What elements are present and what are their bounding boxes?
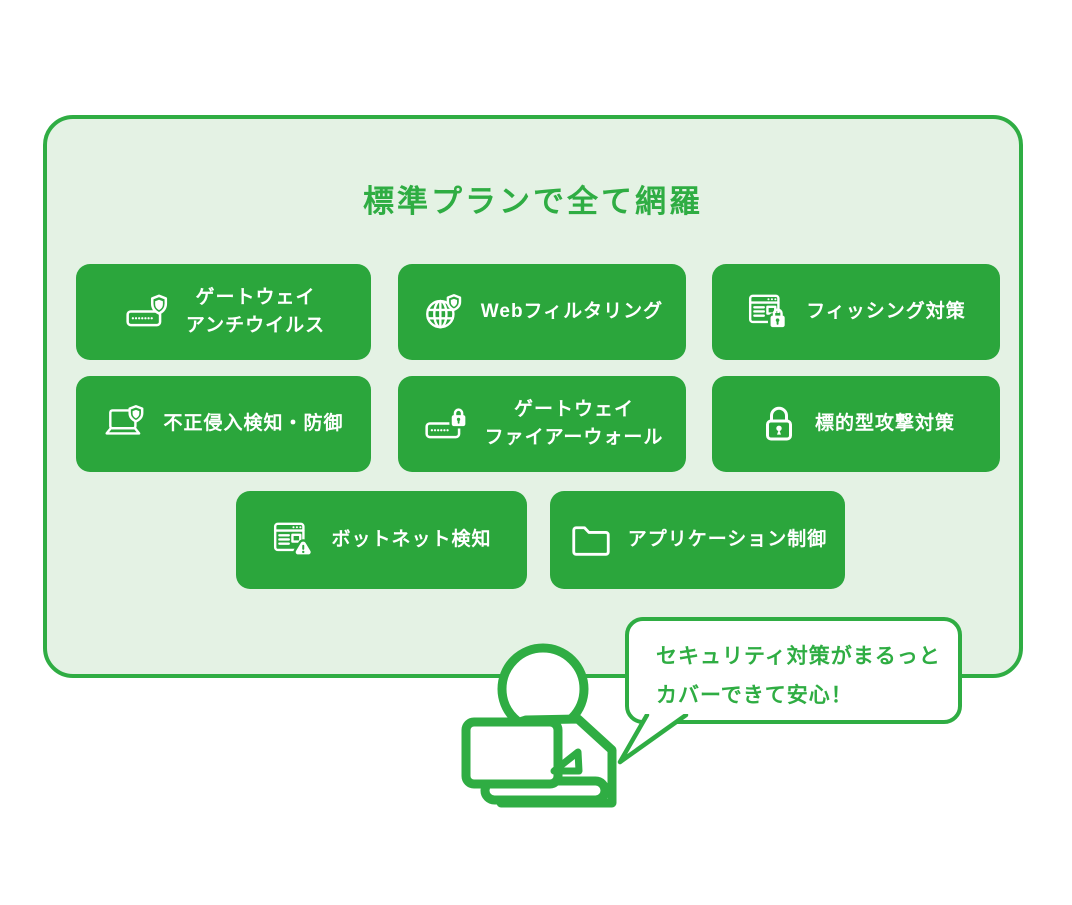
laptop-shield-icon	[105, 405, 144, 435]
card-label: 不正侵入検知・防御	[163, 413, 344, 435]
card-label: アプリケーション制御	[627, 529, 828, 551]
router-shield-icon	[126, 294, 167, 327]
feature-card-web-filtering: Webフィルタリング	[398, 264, 686, 360]
padlock-icon	[765, 406, 792, 441]
browser-alert-icon	[274, 522, 314, 557]
feature-card-application-control: アプリケーション制御	[550, 491, 845, 589]
card-label: フィッシング対策	[806, 301, 966, 323]
feature-card-gateway-firewall: ゲートウェイ ファイアーウォール	[398, 376, 686, 472]
card-label: ゲートウェイ ファイアーウォール	[484, 399, 664, 448]
router-lock-icon	[424, 408, 468, 439]
feature-card-gateway-antivirus: ゲートウェイ アンチウイルス	[76, 264, 371, 360]
feature-panel: 標準プランで全て網羅 ゲートウェイ アンチウイルス	[43, 115, 1023, 678]
speech-bubble: セキュリティ対策がまるっと カバーできて安心！	[625, 617, 962, 724]
card-label: Webフィルタリング	[480, 301, 664, 323]
speech-bubble-tail	[617, 714, 689, 765]
person-with-laptop-illustration	[461, 643, 617, 808]
card-label: ボットネット検知	[331, 529, 492, 551]
globe-shield-icon	[425, 294, 461, 329]
folder-icon	[572, 526, 610, 556]
feature-card-intrusion-detection: 不正侵入検知・防御	[76, 376, 371, 472]
feature-card-targeted-attack: 標的型攻撃対策	[712, 376, 1000, 472]
feature-card-botnet-detection: ボットネット検知	[236, 491, 527, 589]
card-label: 標的型攻撃対策	[814, 413, 955, 435]
card-label: ゲートウェイ アンチウイルス	[185, 287, 326, 336]
speech-bubble-line2: カバーできて安心！	[656, 683, 853, 707]
browser-lock-icon	[749, 294, 788, 330]
feature-card-anti-phishing: フィッシング対策	[712, 264, 1000, 360]
speech-bubble-line1: セキュリティ対策がまるっと	[656, 645, 941, 668]
panel-title: 標準プランで全て網羅	[363, 184, 703, 219]
